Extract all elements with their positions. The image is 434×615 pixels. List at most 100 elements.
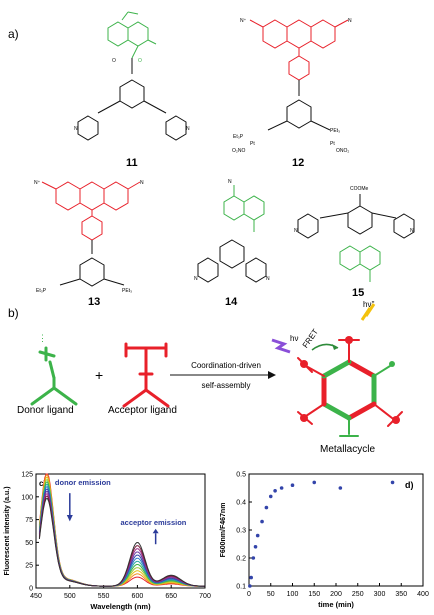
x-tick-label: 250 bbox=[352, 591, 364, 598]
pyridine-n-15b: N bbox=[410, 228, 414, 234]
et3p-13a: Et₃P bbox=[36, 288, 47, 294]
data-point bbox=[249, 575, 253, 580]
spectrum-series-line bbox=[38, 490, 205, 587]
acceptor-ligand-label: Acceptor ligand bbox=[108, 405, 177, 416]
compound-15-structure bbox=[297, 194, 415, 282]
fret-arrow-head bbox=[332, 344, 338, 350]
data-point bbox=[248, 584, 252, 588]
x-tick-label: 600 bbox=[132, 593, 144, 600]
acceptor-emission-annotation: acceptor emission bbox=[121, 518, 187, 527]
pet3-13: PEt₃ bbox=[122, 288, 132, 294]
x-tick-label: 400 bbox=[417, 591, 429, 598]
y-tick-label: 75 bbox=[25, 517, 33, 524]
y-axis-label: Fluorescent intensity (a.u.) bbox=[4, 486, 11, 575]
amine-n-14: N bbox=[228, 179, 232, 185]
data-point bbox=[390, 480, 395, 485]
iminium-n-13: N⁺ bbox=[34, 180, 41, 186]
plot-frame bbox=[35, 473, 206, 589]
y-tick-label: 0.1 bbox=[236, 584, 246, 591]
y-tick-label: 0.4 bbox=[236, 500, 246, 507]
x-tick-label: 500 bbox=[64, 593, 76, 600]
donor-substituent: ⋮ bbox=[38, 333, 47, 343]
hv2-label: hν'' bbox=[363, 300, 375, 309]
data-point bbox=[312, 480, 317, 485]
x-tick-label: 350 bbox=[395, 591, 407, 598]
y-axis-label: F600nm/F467nm bbox=[220, 503, 227, 558]
arrow-label-top: Coordination-driven bbox=[191, 361, 261, 370]
spectrum-series-line bbox=[38, 495, 205, 587]
plus-sign: + bbox=[95, 367, 103, 383]
pyridine-n-14b: N bbox=[266, 276, 270, 282]
data-point bbox=[268, 494, 273, 499]
iminium-n-12: N⁺ bbox=[240, 18, 247, 24]
compound-13-structure bbox=[41, 181, 141, 287]
metallacycle-figure bbox=[297, 336, 403, 437]
compound-label-11: 11 bbox=[126, 157, 138, 169]
arrow-head bbox=[268, 371, 276, 379]
acceptor-arrow-head bbox=[152, 528, 159, 534]
pyridine-n-11a: N bbox=[74, 126, 78, 132]
data-point bbox=[338, 486, 343, 490]
et3p-12a: Et₃P bbox=[233, 134, 244, 140]
x-tick-label: 300 bbox=[374, 591, 386, 598]
panel-label-b: b) bbox=[8, 306, 19, 320]
panel-label-c: c) bbox=[39, 479, 46, 488]
spectrum-series-line bbox=[38, 476, 205, 587]
data-point bbox=[253, 545, 258, 549]
spectrum-series-line bbox=[38, 497, 205, 587]
data-point bbox=[273, 489, 277, 493]
acceptor-ligand-figure bbox=[122, 342, 170, 408]
compound-label-15: 15 bbox=[352, 287, 365, 299]
hv-label: hν bbox=[290, 334, 299, 343]
x-axis-label: Wavelength (nm) bbox=[90, 602, 151, 611]
y-tick-label: 0 bbox=[29, 586, 33, 593]
y-tick-label: 50 bbox=[25, 540, 33, 547]
compound-14-structure bbox=[197, 185, 267, 283]
compound-label-13: 13 bbox=[88, 296, 101, 308]
excitation-light-icon bbox=[271, 338, 291, 354]
donor-emission-annotation: donor emission bbox=[55, 478, 111, 487]
x-tick-label: 0 bbox=[247, 591, 251, 598]
o2no-12: O₂NO bbox=[232, 148, 245, 154]
x-tick-label: 550 bbox=[98, 593, 110, 600]
data-point bbox=[264, 505, 269, 510]
data-point bbox=[251, 556, 256, 560]
carbonyl-o-11: O bbox=[138, 58, 142, 64]
data-point bbox=[279, 486, 284, 490]
scheme-svg: ⋮ + bbox=[30, 303, 403, 437]
x-tick-label: 50 bbox=[267, 591, 275, 598]
ono2-12: ONO₂ bbox=[336, 148, 349, 154]
y-tick-label: 0.3 bbox=[236, 528, 246, 535]
compound-label-12: 12 bbox=[292, 157, 305, 169]
compound-12-structure bbox=[249, 19, 349, 131]
pyridine-n-14a: N bbox=[194, 276, 198, 282]
donor-ligand-label: Donor ligand bbox=[17, 405, 74, 416]
x-tick-label: 100 bbox=[287, 591, 299, 598]
pyridine-n-15a: N bbox=[294, 228, 298, 234]
spectrum-series-line bbox=[38, 483, 205, 587]
emission-light-icon bbox=[360, 303, 376, 321]
data-point bbox=[255, 533, 260, 538]
x-tick-label: 650 bbox=[165, 593, 177, 600]
data-point bbox=[290, 483, 295, 487]
amine-n-13: N bbox=[140, 180, 144, 186]
y-tick-label: 125 bbox=[21, 472, 33, 479]
y-tick-label: 25 bbox=[25, 563, 33, 570]
donor-arrow-head bbox=[66, 515, 73, 522]
metallacycle-label: Metallacycle bbox=[320, 444, 376, 455]
spectrum-series-line bbox=[38, 488, 205, 587]
pt-12b: Pt bbox=[330, 141, 335, 147]
spectrum-series-line bbox=[38, 479, 205, 587]
amine-n-12: N bbox=[348, 18, 352, 24]
data-point bbox=[260, 519, 264, 524]
ratio-time-chart: 0 50 100 150 200 250 300 350 400 0.1 0.2 0.3 0.4 0.5 t… bbox=[220, 472, 429, 610]
x-tick-label: 200 bbox=[330, 591, 342, 598]
y-tick-label: 0.5 bbox=[236, 472, 246, 479]
y-tick-label: 0.2 bbox=[236, 556, 246, 563]
panel-label-d: d) bbox=[405, 480, 414, 490]
x-axis-label: time (min) bbox=[318, 600, 354, 609]
coome-15: COOMe bbox=[350, 186, 369, 192]
x-tick-label: 150 bbox=[308, 591, 320, 598]
spectrum-series-line bbox=[38, 473, 205, 587]
